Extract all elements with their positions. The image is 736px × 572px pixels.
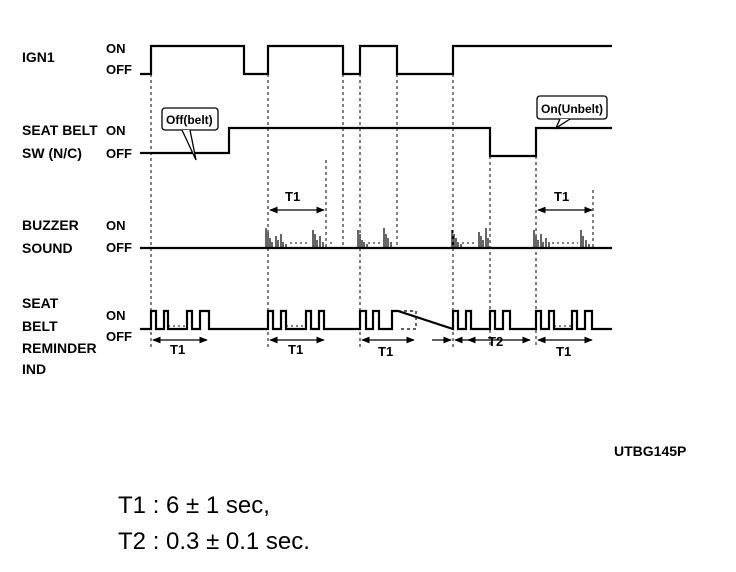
legend-t1-name: T1: [118, 492, 147, 519]
ign1-on-label: ON: [106, 41, 126, 56]
buzzer-burst-6: [478, 228, 489, 248]
reminder-dashed-pulse: [398, 310, 417, 330]
buzzer-t1-label-1: T1: [285, 189, 300, 204]
legend-t2-sep: :: [152, 528, 160, 555]
guide-lines: [150, 74, 537, 348]
reminder-waveform: [140, 309, 612, 331]
label-buzzer-2: SOUND: [22, 240, 73, 256]
reminder-t1-label-4: T1: [556, 344, 571, 359]
reminder-t1-label-2: T1: [288, 342, 303, 357]
buzzer-off-label: OFF: [106, 240, 132, 255]
timing-legend: T1 : 6 ± 1 sec, T2 : 0.3 ± 0.1 sec.: [118, 488, 310, 560]
reminder-t1-label-1: T1: [170, 342, 185, 357]
reminder-off-label: OFF: [106, 329, 132, 344]
seatbelt-off-label: OFF: [106, 146, 132, 161]
figure-code: UTBG145P: [614, 443, 687, 459]
ign1-off-label: OFF: [106, 62, 132, 77]
legend-row-t1: T1 : 6 ± 1 sec,: [118, 488, 310, 524]
buzzer-burst-1: [265, 228, 287, 248]
buzzer-burst-5: [451, 230, 462, 248]
svg-text:On(Unbelt): On(Unbelt): [541, 102, 603, 116]
buzzer-burst-2: [312, 230, 324, 248]
reminder-on-label: ON: [106, 308, 126, 323]
label-reminder-1: SEAT: [22, 295, 59, 311]
buzzer-burst-8: [580, 230, 590, 248]
legend-t1-value: 6 ± 1 sec,: [166, 492, 270, 519]
label-reminder-2: BELT: [22, 318, 58, 334]
buzzer-burst-3: [357, 230, 368, 248]
reminder-t2-label: T2: [488, 334, 503, 349]
callout-off-belt: Off(belt): [161, 107, 219, 161]
seatbelt-sw-waveform: [140, 126, 612, 158]
label-seatbelt-sw-2: SW (N/C): [22, 145, 82, 161]
buzzer-on-label: ON: [106, 218, 126, 233]
ign1-waveform: [140, 44, 612, 76]
reminder-t1-label-3: T1: [378, 344, 393, 359]
legend-t1-sep: :: [152, 492, 160, 519]
label-seatbelt-sw-1: SEAT BELT: [22, 122, 98, 138]
label-reminder-3: REMINDER: [22, 340, 97, 356]
label-buzzer-1: BUZZER: [22, 217, 79, 233]
seatbelt-on-label: ON: [106, 123, 126, 138]
callout-on-unbelt: On(Unbelt): [536, 95, 608, 130]
legend-t2-name: T2: [118, 528, 147, 555]
legend-row-t2: T2 : 0.3 ± 0.1 sec.: [118, 524, 310, 560]
label-reminder-4: IND: [22, 361, 46, 377]
buzzer-t1-label-2: T1: [554, 189, 569, 204]
buzzer-burst-7: [533, 230, 550, 248]
svg-text:Off(belt): Off(belt): [166, 113, 213, 127]
buzzer-bursts: [265, 160, 594, 248]
legend-t2-value: 0.3 ± 0.1 sec.: [166, 528, 310, 555]
buzzer-t1-dimensions: T1 T1: [269, 189, 593, 214]
reminder-dimensions: T1 T1 T1 T2 T1: [152, 334, 593, 359]
label-ign1: IGN1: [22, 49, 55, 65]
buzzer-burst-4: [383, 228, 392, 248]
